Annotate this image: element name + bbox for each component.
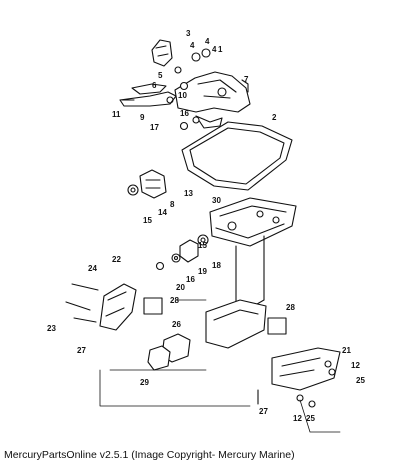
callout-17: 17 [150,123,159,132]
callout-11: 11 [112,110,121,119]
callout-30: 30 [212,196,221,205]
callout-4: 4 [205,37,210,46]
callout-25: 25 [306,414,315,423]
callout-24: 24 [88,264,97,273]
callout-25: 25 [356,376,365,385]
callout-29: 29 [140,378,149,387]
callout-3: 3 [186,29,191,38]
gasket-part [181,121,293,191]
callout-26: 26 [172,320,181,329]
callout-6: 6 [152,81,157,90]
callout-8: 8 [170,200,175,209]
washer-stack-part [155,234,209,271]
callout-10: 10 [178,91,187,100]
callout-18: 18 [212,261,221,270]
callout-16: 16 [180,109,189,118]
callout-4: 4 [212,45,217,54]
adapter-plate-part [209,197,297,317]
callout-4: 4 [190,41,195,50]
callout-21: 21 [342,346,351,355]
shift-lever-part [119,83,177,107]
rubber-mount-part [143,297,287,371]
callout-13: 13 [184,189,193,198]
callout-15: 15 [198,241,207,250]
mount-part [127,169,167,199]
callout-28: 28 [286,303,295,312]
callout-2: 2 [272,113,277,122]
assembly-guide-lines [99,299,341,433]
callout-28: 28 [170,296,179,305]
callout-9: 9 [140,113,145,122]
small-hardware [174,48,249,131]
callout-7: 7 [244,75,249,84]
callout-numbers: 1234567891011121314151617181920212223242… [47,29,365,423]
callout-12: 12 [351,361,360,370]
shift-bracket-part [151,39,251,129]
callout-16: 16 [186,275,195,284]
callout-15: 15 [143,216,152,225]
callout-27: 27 [77,346,86,355]
lower-housing-part [205,299,267,349]
callout-27: 27 [259,407,268,416]
callout-20: 20 [176,283,185,292]
callout-14: 14 [158,208,167,217]
lower-mount-part [65,283,137,331]
callout-1: 1 [218,45,223,54]
callout-12: 12 [293,414,302,423]
copyright-footer: MercuryPartsOnline v2.5.1 (Image Copyrig… [4,449,295,461]
callout-19: 19 [198,267,207,276]
mount-bracket-part [271,347,341,391]
callout-23: 23 [47,324,56,333]
callout-5: 5 [158,71,163,80]
callout-22: 22 [112,255,121,264]
